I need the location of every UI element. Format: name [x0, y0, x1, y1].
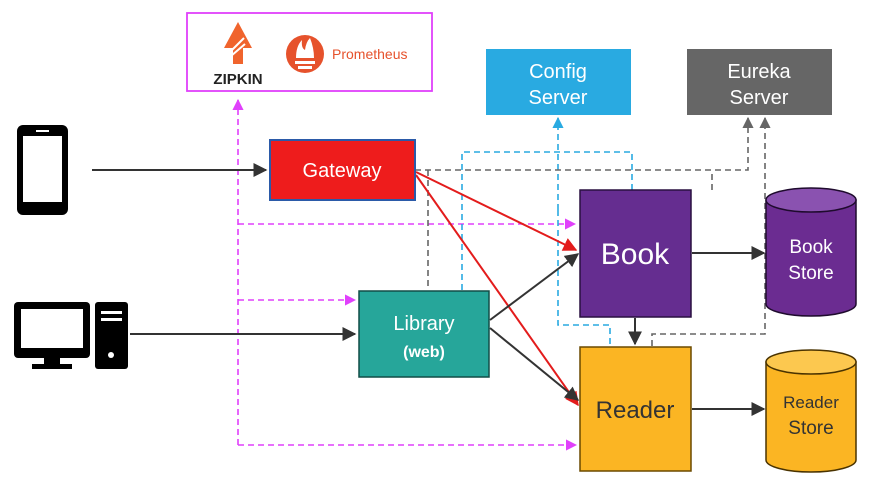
eureka-server-line1: Eureka	[727, 61, 791, 83]
config-link-main	[461, 151, 633, 290]
arrow-gateway-to-book	[415, 171, 578, 251]
prometheus-logo-icon	[286, 35, 324, 73]
smartphone-icon	[17, 125, 68, 215]
eureka-links	[415, 116, 771, 346]
arrow-library-to-book	[489, 253, 580, 321]
book-store-node: Book Store	[765, 187, 857, 317]
reader-store-line1: Reader	[783, 393, 839, 412]
eureka-link-top	[415, 116, 754, 171]
book-store-line2: Store	[788, 263, 833, 284]
book-node: Book	[579, 189, 692, 318]
reader-label: Reader	[596, 397, 675, 424]
desktop-computer-icon	[14, 302, 128, 369]
library-line2: (web)	[403, 344, 445, 361]
config-link-reader	[557, 210, 611, 346]
monitoring-box: ZIPKIN Prometheus	[186, 12, 433, 92]
config-links	[461, 116, 633, 346]
config-server-node: Config Server	[486, 49, 631, 115]
request-flow	[92, 163, 766, 416]
arrow-library-to-reader	[489, 327, 580, 401]
tracing-links	[232, 98, 578, 451]
library-line1: Library	[393, 313, 454, 335]
config-server-line1: Config	[529, 61, 587, 83]
zipkin-label: ZIPKIN	[213, 71, 262, 88]
gateway-node: Gateway	[269, 139, 416, 201]
eureka-link-right	[651, 116, 771, 346]
reader-store-node: Reader Store	[765, 349, 857, 473]
eureka-server-node: Eureka Server	[687, 49, 832, 115]
gateway-label: Gateway	[303, 160, 382, 182]
config-server-line2: Server	[529, 87, 588, 109]
book-store-line1: Book	[789, 237, 833, 258]
book-label: Book	[601, 238, 670, 271]
zipkin-logo-icon	[224, 22, 252, 64]
reader-node: Reader	[579, 346, 692, 472]
reader-store-line2: Store	[788, 418, 833, 439]
eureka-server-line2: Server	[730, 87, 789, 109]
library-node: Library (web)	[358, 290, 490, 378]
arrow-gateway-to-reader	[415, 174, 579, 407]
prometheus-label: Prometheus	[332, 46, 407, 62]
